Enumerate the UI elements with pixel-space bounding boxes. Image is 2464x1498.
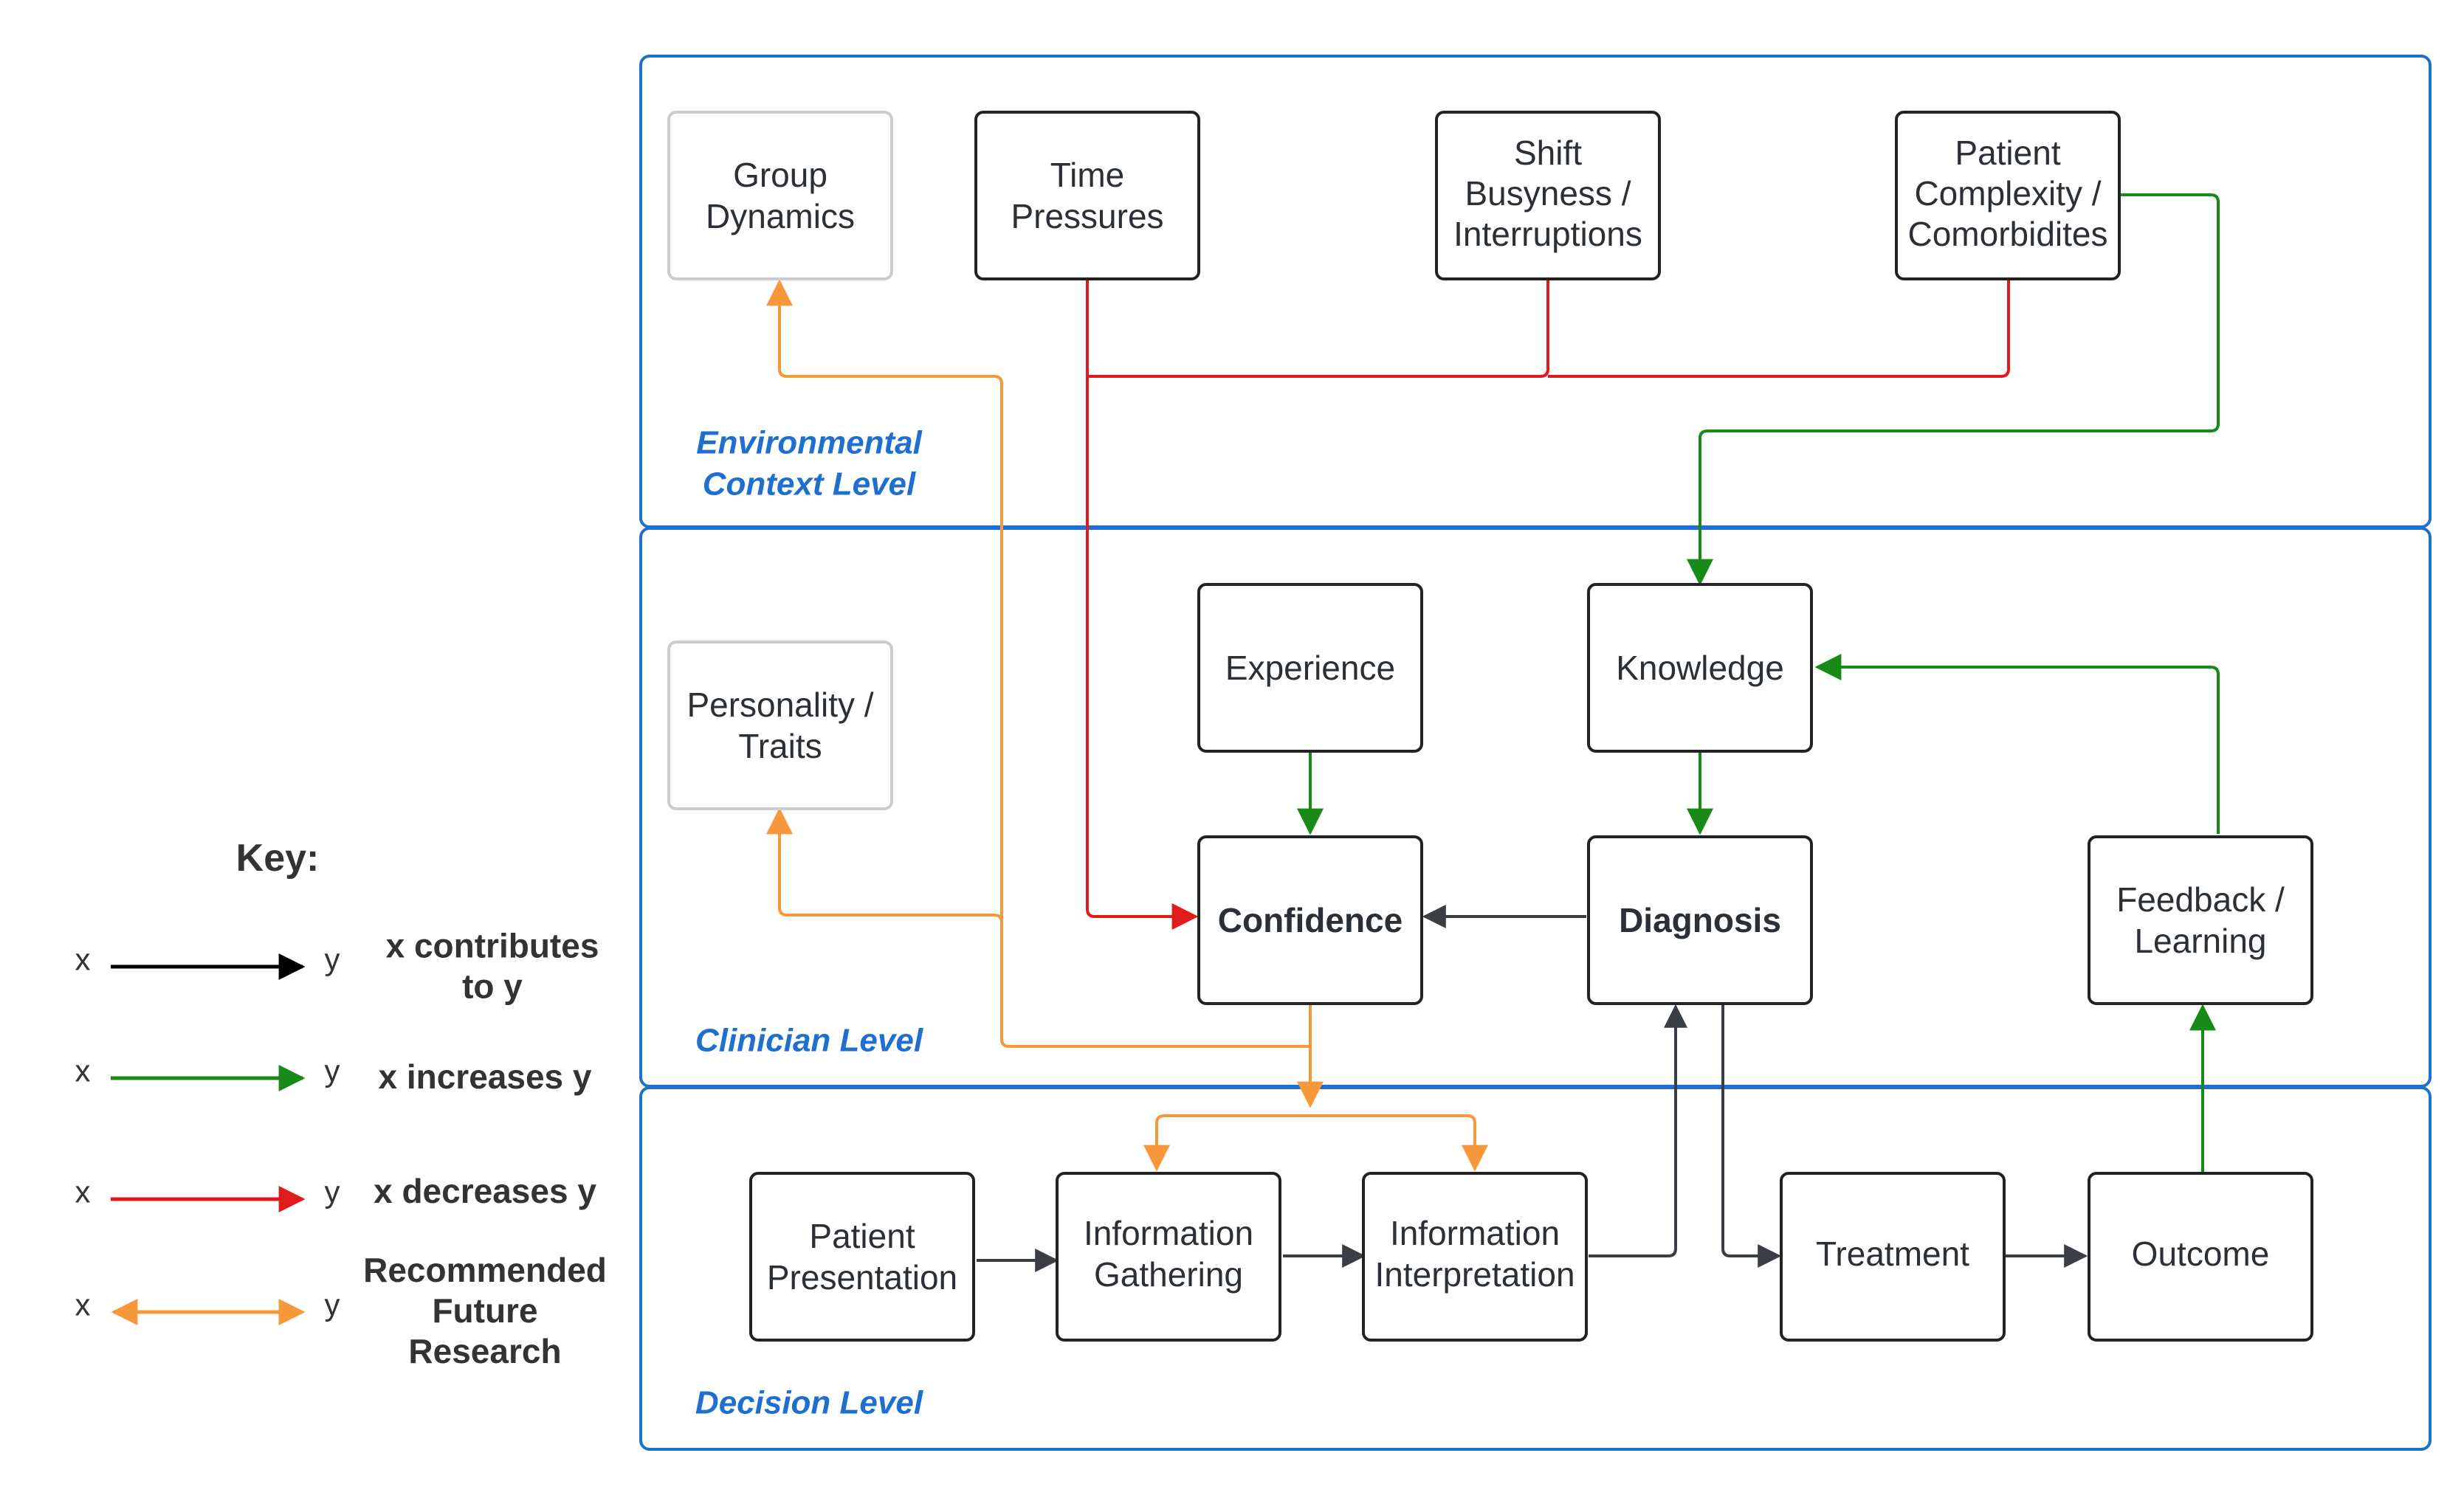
legend-decreases-label: x decreases y — [374, 1172, 596, 1210]
clinician-level-label: Clinician Level — [695, 1022, 923, 1058]
outcome-label: Outcome — [2132, 1235, 2270, 1273]
decision-level-label: Decision Level — [695, 1384, 923, 1421]
legend-decreases: x y x decreases y — [75, 1172, 596, 1212]
edge-research-to-info-gathering — [1143, 1114, 1310, 1172]
legend-increases-y: y — [325, 1054, 340, 1088]
legend-increases-label: x increases y — [378, 1057, 591, 1096]
node-knowledge: Knowledge — [1587, 583, 1813, 753]
edge-patient-complexity-increases-knowledge — [1687, 193, 2220, 586]
legend-decreases-y: y — [325, 1175, 340, 1209]
edge-time-pressures-decreases-confidence — [1086, 279, 1199, 930]
node-experience: Experience — [1197, 583, 1423, 753]
experience-label: Experience — [1225, 649, 1395, 687]
personality-label: Personality /Traits — [686, 686, 873, 765]
diagnosis-label: Diagnosis — [1619, 901, 1781, 939]
legend-research-y: y — [325, 1288, 340, 1322]
node-treatment: Treatment — [1780, 1172, 2006, 1342]
edge-shift-busyness-decreases-confidence — [1087, 279, 1549, 378]
edge-research-confidence-group-dynamics — [766, 279, 1310, 1048]
edge-research-confidence-personality — [766, 807, 1003, 923]
node-feedback-learning: Feedback /Learning — [2088, 835, 2313, 1005]
edge-research-to-info-interpretation — [1310, 1114, 1488, 1172]
edge-interpretation-to-diagnosis — [1589, 1004, 1687, 1257]
legend-contributes-y: y — [325, 942, 340, 977]
feedback-label: Feedback /Learning — [2116, 880, 2285, 960]
legend-research-x: x — [75, 1288, 91, 1322]
edge-diagnosis-to-treatment — [1721, 1002, 1782, 1268]
edge-feedback-increases-knowledge — [1814, 654, 2220, 834]
legend-decreases-x: x — [75, 1175, 91, 1209]
node-diagnosis: Diagnosis — [1587, 835, 1813, 1005]
edge-patient-complexity-decreases-confidence — [1548, 279, 2010, 378]
legend-title: Key: — [236, 837, 320, 880]
knowledge-label: Knowledge — [1616, 649, 1784, 687]
node-confidence: Confidence — [1197, 835, 1423, 1005]
legend-increases: x y x increases y — [75, 1054, 592, 1096]
confidence-label: Confidence — [1218, 901, 1403, 939]
edges — [766, 193, 2220, 1272]
legend-contributes-x: x — [75, 942, 91, 977]
node-personality-traits: Personality /Traits — [667, 641, 893, 810]
treatment-label: Treatment — [1816, 1235, 1969, 1273]
legend-increases-x: x — [75, 1054, 91, 1088]
node-outcome: Outcome — [2088, 1172, 2313, 1342]
